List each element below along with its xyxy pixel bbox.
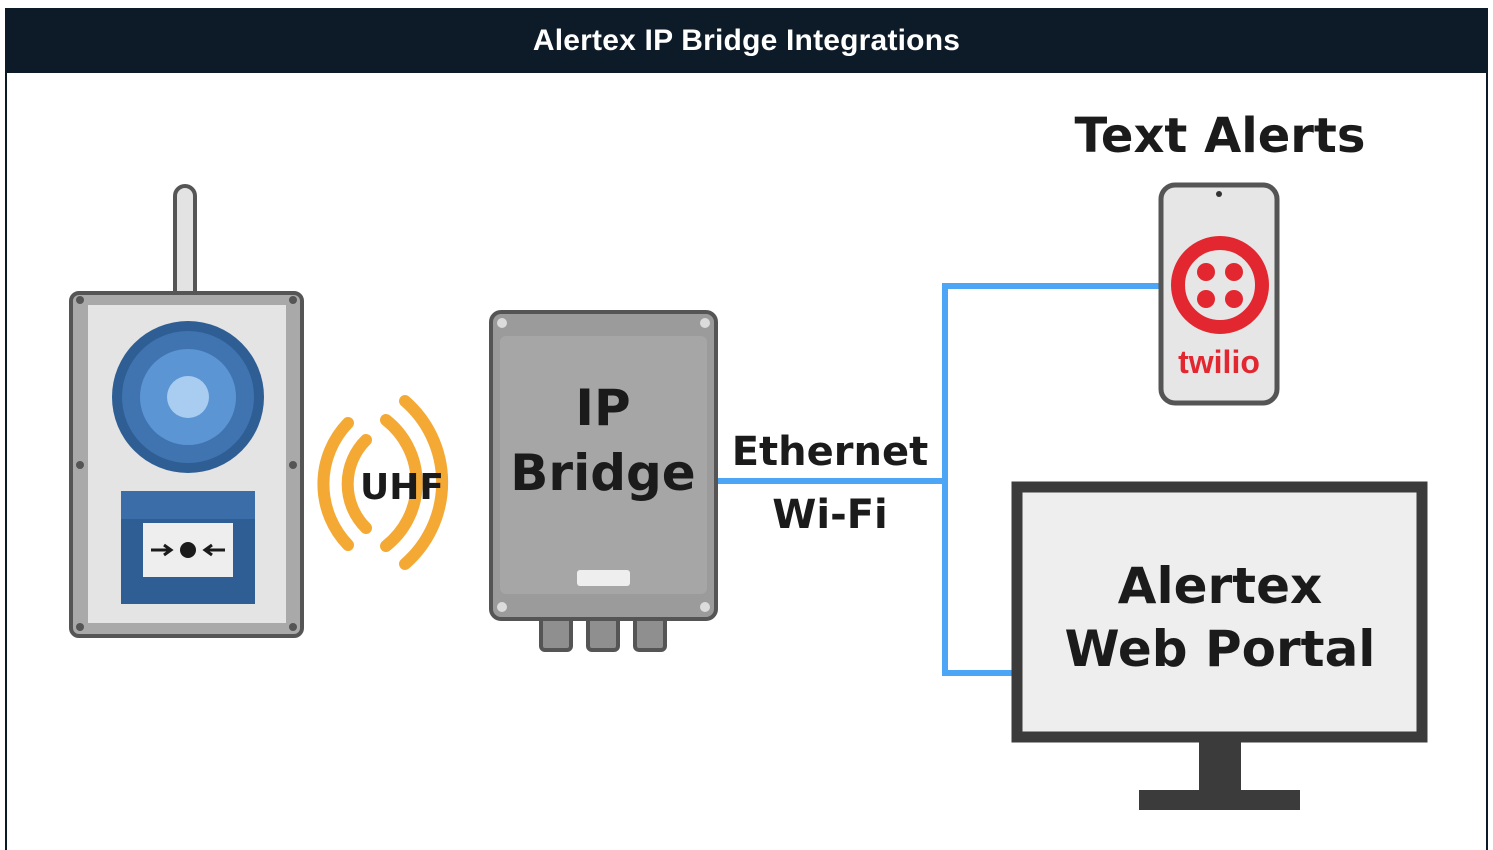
page-title: Alertex IP Bridge Integrations [532,23,961,57]
wifi-label: Wi-Fi [772,492,887,538]
portal-label-line2: Web Portal [1065,620,1376,678]
twilio-logo-icon [1171,236,1269,334]
twilio-brand-text: twilio [1178,344,1260,380]
bridge-label-line2: Bridge [510,444,695,502]
status-light [577,570,630,586]
call-point-device [69,184,304,638]
uhf-label: UHF [360,467,444,508]
phone-connector-line [942,283,1161,676]
monitor-icon [1011,481,1428,810]
ethernet-label: Ethernet [732,429,929,475]
text-alerts-title: Text Alerts [1075,108,1366,164]
phone-icon: twilio [1158,182,1280,406]
beacon-icon [112,321,264,473]
connector-lines [716,283,1161,676]
bridge-label-line1: IP [575,379,630,437]
call-point-button-icon [121,491,255,604]
title-bar: Alertex IP Bridge Integrations [5,8,1488,73]
radio-waves-icon [317,395,449,570]
antenna [173,184,197,306]
ip-bridge-device [489,310,718,652]
portal-label-line1: Alertex [1118,557,1322,615]
